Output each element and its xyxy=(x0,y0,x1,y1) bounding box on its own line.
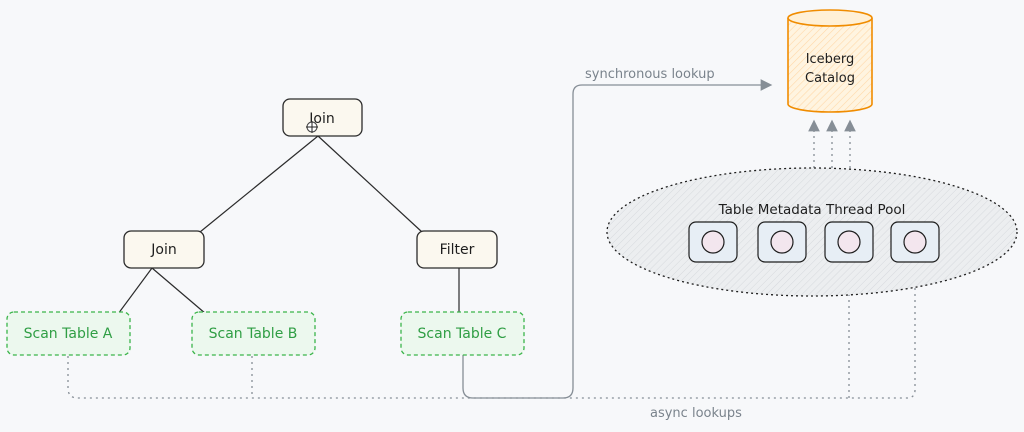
thread-2-icon xyxy=(770,230,794,254)
thread-2 xyxy=(757,221,807,263)
edge-join-to-join xyxy=(199,135,319,233)
thread-pool-container xyxy=(606,167,1018,297)
thread-pool-title: Table Metadata Thread Pool xyxy=(718,202,906,218)
catalog-label-line2: Catalog xyxy=(805,71,855,86)
node-filter: Filter xyxy=(416,230,498,269)
node-filter-label: Filter xyxy=(440,242,475,258)
iceberg-catalog-cylinder: Iceberg Catalog xyxy=(787,9,873,113)
thread-3 xyxy=(824,221,874,263)
async-lookup-bus xyxy=(67,265,921,399)
thread-3-icon xyxy=(837,230,861,254)
node-join-left: Join xyxy=(123,230,205,269)
edge-join-to-scan-a xyxy=(117,267,153,315)
node-scan-table-c: Scan Table C xyxy=(400,311,525,356)
node-join-top: Join xyxy=(282,98,363,137)
sync-lookup-label: synchronous lookup xyxy=(585,67,715,82)
node-scan-table-c-label: Scan Table C xyxy=(418,326,507,342)
edge-join-to-scan-b xyxy=(151,267,207,315)
thread-4-icon xyxy=(903,230,927,254)
cursor-move-icon xyxy=(306,121,318,133)
node-scan-table-b-label: Scan Table B xyxy=(209,326,298,342)
node-scan-table-a-label: Scan Table A xyxy=(24,326,113,342)
sync-lookup-arrow xyxy=(462,79,773,399)
async-lookup-label: async lookups xyxy=(650,406,742,421)
node-join-left-label: Join xyxy=(150,242,176,258)
node-scan-table-a: Scan Table A xyxy=(6,311,131,356)
thread-1-icon xyxy=(701,230,725,254)
catalog-label-line1: Iceberg xyxy=(806,52,855,67)
thread-4 xyxy=(890,221,940,263)
thread-1 xyxy=(688,221,738,263)
node-scan-table-b: Scan Table B xyxy=(191,311,316,356)
edge-join-to-filter xyxy=(317,135,423,233)
